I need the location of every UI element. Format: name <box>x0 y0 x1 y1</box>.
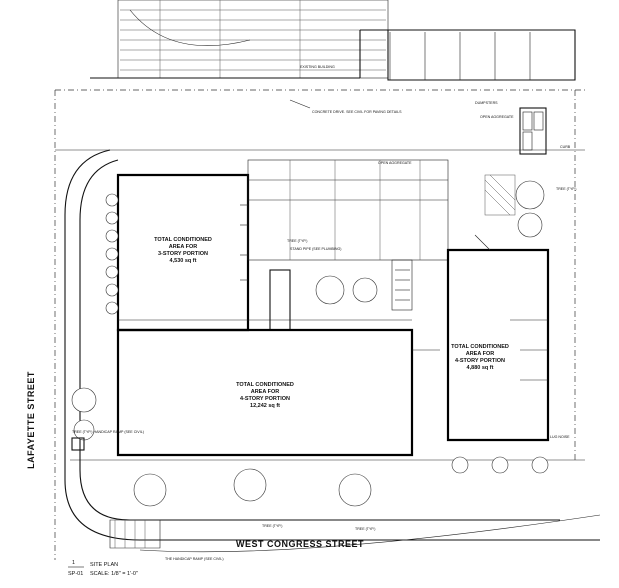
note-open-aggregate-mid: OPEN AGGREGATE <box>378 161 412 165</box>
note-curb: CURB <box>560 145 571 149</box>
area-4-story-center-line3: 4-STORY PORTION <box>240 396 290 402</box>
note-tree-typ-right: TREE (TYP.) <box>556 187 577 191</box>
area-3-story-line2: AREA FOR <box>169 244 198 250</box>
note-lug-noise: LUG NOISE <box>550 435 570 439</box>
existing-building-hatch <box>117 0 389 79</box>
note-tree-typ-left: TREE (TYP.) HANDICAP RAMP (SEE CIVIL) <box>72 430 144 434</box>
area-4-story-center-line4: 12,242 sq ft <box>250 403 280 409</box>
title-name: SITE PLAN <box>90 562 118 568</box>
area-4-story-center-line1: TOTAL CONDITIONED <box>236 382 294 388</box>
area-4-story-right-line3: 4-STORY PORTION <box>455 358 505 364</box>
lafayette-street-label: LAFAYETTE STREET <box>26 371 36 469</box>
building-4-story-center <box>116 319 440 457</box>
property-line <box>54 30 585 560</box>
title-scale: SCALE: 1/8" = 1'-0" <box>90 571 138 577</box>
area-4-story-right-line1: TOTAL CONDITIONED <box>451 344 509 350</box>
title-sheet: SP-01 <box>68 571 83 577</box>
area-4-story-right-line4: 4,880 sq ft <box>467 365 494 371</box>
sidewalk-curve <box>64 149 601 553</box>
note-dumpsters: DUMPSTERS <box>475 101 498 105</box>
area-label-4-story-center: TOTAL CONDITIONED AREA FOR 4-STORY PORTI… <box>236 382 294 409</box>
courtyard <box>247 159 449 331</box>
note-tree-typ-bottom2: TREE (TYP.) <box>355 527 376 531</box>
west-congress-street-label: WEST CONGRESS STREET <box>236 539 364 549</box>
handicap-ramp <box>71 437 161 549</box>
note-open-aggregate-top: OPEN AGGREGATE <box>480 115 514 119</box>
building-4-story-right <box>446 174 550 442</box>
note-tree-typ-mid: TREE (TYP.) <box>287 239 308 243</box>
note-concrete-drive: CONCRETE DRIVE. SEE CIVIL FOR PAVING DET… <box>312 110 402 114</box>
trees <box>71 180 549 507</box>
area-label-4-story-right: TOTAL CONDITIONED AREA FOR 4-STORY PORTI… <box>451 344 509 371</box>
title-number: 1 <box>72 560 75 566</box>
note-handicap-ramp: THE HANDICAP RAMP (SEE CIVIL) <box>165 557 224 561</box>
title-block: 1 SP-01 SITE PLAN SCALE: 1/8" = 1'-0" <box>68 560 138 577</box>
area-4-story-right-line2: AREA FOR <box>466 351 495 357</box>
area-label-3-story: TOTAL CONDITIONED AREA FOR 3-STORY PORTI… <box>154 237 212 264</box>
note-stand-pipe: STAND PIPE (SEE PLUMBING) <box>290 247 341 251</box>
note-existing-building: EXISTING BUILDING <box>300 65 335 69</box>
area-3-story-line3: 3-STORY PORTION <box>158 251 208 257</box>
area-3-story-line1: TOTAL CONDITIONED <box>154 237 212 243</box>
area-4-story-center-line2: AREA FOR <box>251 389 280 395</box>
parking-area <box>360 29 576 155</box>
area-3-story-line4: 4,530 sq ft <box>170 258 197 264</box>
note-tree-typ-bottom1: TREE (TYP.) <box>262 524 283 528</box>
